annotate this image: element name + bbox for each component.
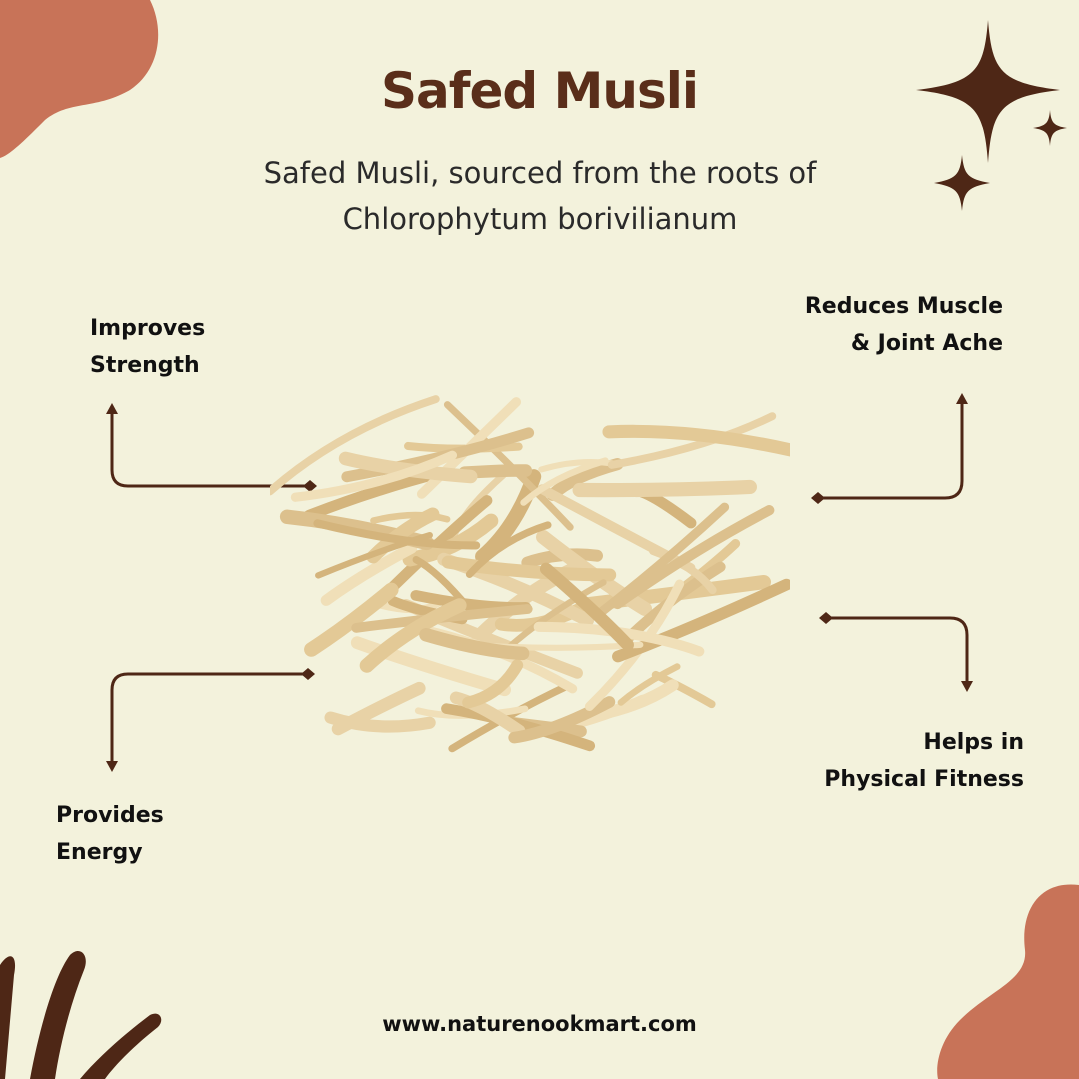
root-strand xyxy=(602,424,790,457)
root-strand xyxy=(538,459,616,473)
root-strand xyxy=(533,621,705,657)
subtitle-line-1: Safed Musli, sourced from the roots of xyxy=(263,156,817,190)
root-strand xyxy=(508,696,616,744)
root-strand xyxy=(612,505,775,610)
root-strand xyxy=(338,451,478,484)
decorative-blob-bottom-right xyxy=(937,884,1079,1079)
root-strand xyxy=(465,521,552,579)
root-strand xyxy=(416,397,522,499)
root-strand xyxy=(572,479,757,498)
root-strand xyxy=(320,542,418,606)
benefit-line: Helps in xyxy=(923,730,1024,755)
root-strand xyxy=(304,582,399,657)
root-strand xyxy=(290,450,458,502)
root-strand xyxy=(607,412,777,469)
root-strand xyxy=(359,598,467,673)
root-strand xyxy=(270,395,440,496)
benefit-line: Energy xyxy=(56,840,143,865)
root-strand xyxy=(592,679,679,721)
root-strand xyxy=(350,636,512,697)
benefit-line: Strength xyxy=(90,353,200,378)
benefit-provides-energy: Provides Energy xyxy=(56,797,164,871)
page-title: Safed Musli xyxy=(380,62,699,120)
root-strand xyxy=(612,578,790,663)
root-strand xyxy=(449,691,526,738)
benefit-reduces-ache: Reduces Muscle & Joint Ache xyxy=(805,288,1003,362)
website-url[interactable]: www.naturenookmart.com xyxy=(382,1012,697,1036)
root-strand xyxy=(324,711,436,733)
benefit-line: Provides xyxy=(56,803,164,828)
subtitle-line-2: Chlorophytum borivilianum xyxy=(342,202,738,236)
benefit-improves-strength: Improves Strength xyxy=(90,310,205,384)
root-strand xyxy=(313,519,481,550)
root-strand xyxy=(370,511,451,524)
benefit-line: & Joint Ache xyxy=(850,331,1003,356)
decorative-leaves-bottom-left xyxy=(0,950,162,1079)
benefit-line: Improves xyxy=(90,316,206,341)
root-strand xyxy=(539,562,634,652)
benefit-line: Reduces Muscle xyxy=(804,294,1003,319)
arrow-strength xyxy=(110,410,310,488)
root-strand xyxy=(617,663,681,706)
root-strand xyxy=(419,628,530,661)
subtitle: Safed Musli, sourced from the roots of C… xyxy=(140,150,940,242)
decorative-blob-top-left xyxy=(0,0,159,158)
root-strand xyxy=(462,659,524,709)
benefit-physical-fitness: Helps in Physical Fitness xyxy=(824,724,1024,798)
root-strand xyxy=(441,555,617,582)
sparkle-stars-icon xyxy=(916,20,1067,211)
benefit-line: Physical Fitness xyxy=(824,767,1024,792)
arrow-fitness xyxy=(826,616,969,686)
safed-musli-roots-image xyxy=(270,395,790,753)
arrow-ache xyxy=(818,400,964,500)
arrow-energy xyxy=(110,672,308,766)
root-strand xyxy=(649,546,717,595)
